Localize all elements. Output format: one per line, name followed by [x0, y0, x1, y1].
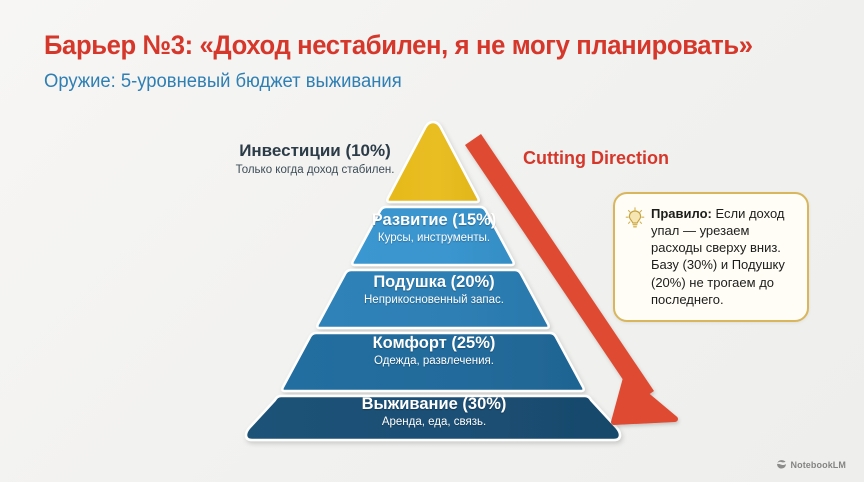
rule-callout-lead: Правило:	[651, 206, 712, 221]
pyramid-level-4-shape	[281, 331, 585, 393]
watermark-label: NotebookLM	[790, 459, 846, 470]
cutting-direction-label: Cutting Direction	[523, 148, 669, 168]
header: Барьер №3: «Доход нестабилен, я не могу …	[44, 30, 834, 94]
pyramid-level-5-shape	[244, 394, 622, 442]
pyramid-level-2-shape	[351, 205, 515, 267]
notebooklm-icon	[776, 460, 786, 469]
watermark: NotebookLM	[776, 459, 847, 470]
pyramid-level-3-shape	[316, 268, 550, 330]
cutting-direction-arrow-icon	[465, 134, 678, 425]
rule-callout-box: Правило: Если доход упал — урезаем расхо…	[613, 192, 809, 322]
page-title: Барьер №3: «Доход нестабилен, я не могу …	[44, 30, 753, 60]
rule-callout-body: Если доход упал — урезаем расходы сверху…	[651, 206, 785, 307]
pyramid-level-1-shape	[386, 120, 480, 204]
pyramid-shapes	[244, 120, 622, 442]
page-subtitle: Оружие: 5-уровневый бюджет выживания	[44, 71, 402, 93]
lightbulb-icon	[625, 207, 645, 228]
rule-callout-text: Правило: Если доход упал — урезаем расхо…	[651, 205, 795, 308]
